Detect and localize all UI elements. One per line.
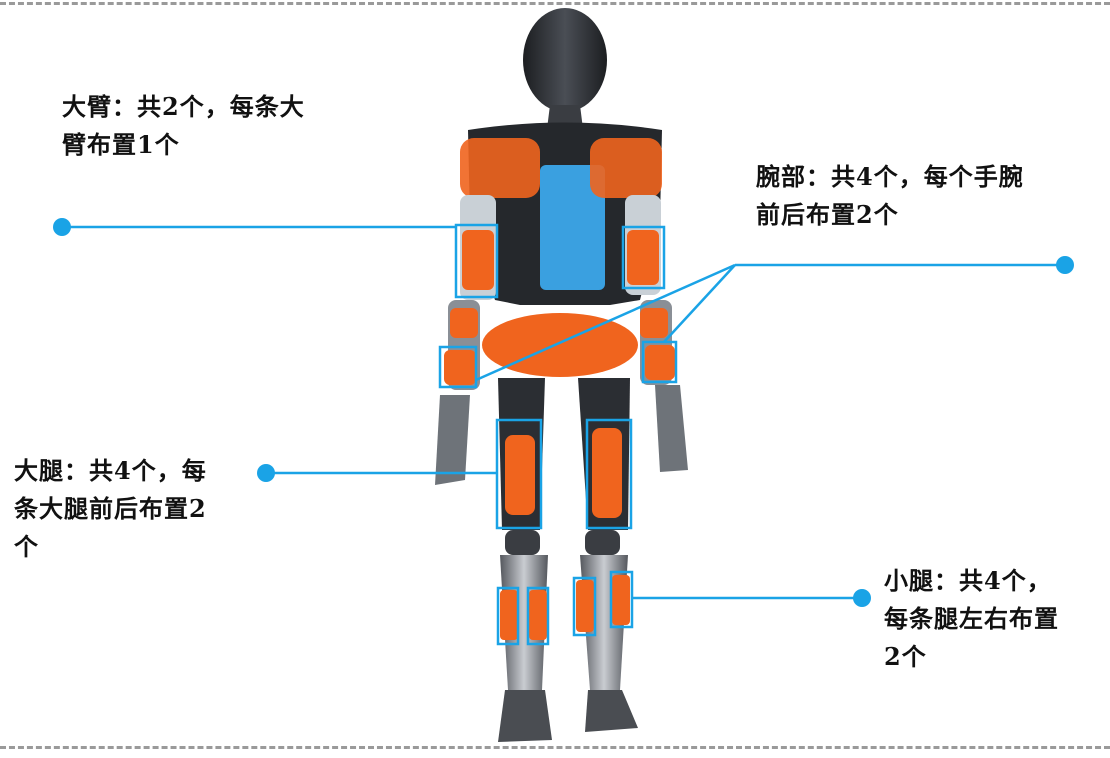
robot-calf-right-actuator-1	[576, 580, 594, 632]
robot-knee-right	[585, 530, 620, 555]
robot-upper-arm-left-actuator	[462, 230, 494, 290]
wrist-anchor-dot-icon	[1056, 256, 1074, 274]
upper-arm-anchor-dot-icon	[53, 218, 71, 236]
wrist-callout-label: 腕部：共4个，每个手腕 前后布置2个	[756, 158, 1101, 234]
callout-line-wrist-right	[664, 265, 735, 342]
robot-figure	[435, 8, 688, 742]
robot-head	[523, 8, 607, 112]
robot-thigh-left-actuator	[505, 435, 535, 515]
robot-hand-right	[655, 385, 688, 472]
calf-anchor-dot-icon	[853, 589, 871, 607]
robot-forearm-left-actuator	[450, 308, 478, 338]
robot-forearm-right-actuator	[640, 308, 668, 338]
thigh-callout-label: 大腿：共4个，每 条大腿前后布置2 个	[14, 452, 274, 566]
robot-foot-right	[585, 690, 638, 732]
robot-calf-right-actuator-2	[612, 575, 630, 625]
calf-callout-label: 小腿：共4个， 每条腿左右布置 2个	[884, 562, 1106, 676]
upper-arm-callout-label: 大臂：共2个，每条大 臂布置1个	[62, 88, 382, 164]
robot-thigh-right-actuator	[592, 428, 622, 518]
robot-wrist-right-actuator	[645, 345, 675, 380]
robot-knee-left	[505, 530, 540, 555]
robot-wrist-left-actuator	[444, 350, 476, 385]
robot-upper-arm-right-actuator	[627, 230, 659, 285]
robot-shoulder-right	[590, 138, 662, 198]
robot-shoulder-left	[460, 138, 540, 198]
robot-hand-left	[435, 395, 470, 485]
robot-calf-left-actuator-2	[529, 590, 547, 640]
robot-calf-left-actuator-1	[500, 590, 518, 640]
robot-foot-left	[498, 690, 552, 742]
